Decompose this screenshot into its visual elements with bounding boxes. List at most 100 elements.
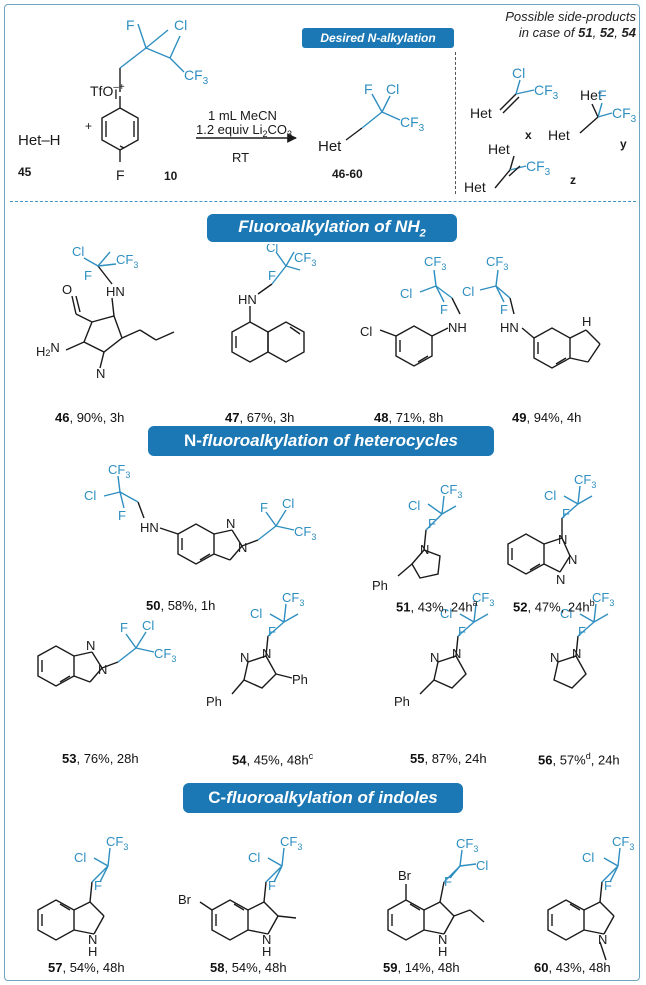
iodine-atom: I (114, 86, 118, 102)
c50-cf3-a: CF3 (108, 462, 130, 480)
c46-o: O (62, 282, 72, 297)
side-z-cf3: CF3 (526, 158, 551, 178)
side-x-het: Het (470, 105, 492, 121)
counterion: TfO–+ (90, 82, 125, 99)
product-cf3: CF3 (400, 114, 425, 134)
c54-n2: N (262, 646, 271, 661)
condition-solvent: 1 mL MeCN (208, 108, 277, 123)
product-het: Het (318, 138, 342, 155)
indoles-banner: C-fluoroalkylation of indoles (183, 783, 463, 813)
c51-cf3: CF3 (440, 482, 462, 500)
c55-cf3: CF3 (472, 590, 494, 608)
c53-n2: N (98, 662, 107, 677)
c57-f: F (94, 878, 102, 893)
c51-n: N (420, 542, 429, 557)
plus-sign: + (85, 119, 92, 133)
caption-51: 51, 43%, 24ha (396, 598, 478, 615)
product-f: F (364, 81, 373, 97)
c48-f: F (440, 302, 448, 317)
c58-n: N (262, 932, 271, 947)
c54-ph1: Ph (206, 694, 222, 709)
indoles-banner-text: C-fluoroalkylation of indoles (208, 788, 438, 807)
c48-nh: NH (448, 320, 467, 335)
c57-h: H (88, 944, 97, 959)
c56-n1: N (550, 650, 559, 665)
heterocycles-banner-text: N-fluoroalkylation of heterocycles (184, 431, 458, 450)
reagent-f: F (126, 17, 135, 33)
caption-52: 52, 47%, 24hb (513, 598, 595, 615)
c56-n2: N (572, 646, 581, 661)
side-products-note: Possible side-products in case of 51, 52… (436, 9, 636, 41)
caption-48: 48, 71%, 8h (374, 410, 444, 425)
c47-cl: Cl (266, 244, 278, 255)
c54-f: F (268, 624, 276, 639)
indole-structures-svg: N H Br N H Br N H N CF3 Cl F CF3 Cl F CF… (37, 834, 634, 961)
c46-h2n: H32N (36, 340, 60, 359)
side-y-het-bottom: Het (548, 127, 570, 143)
c53-cf3: CF3 (154, 646, 176, 664)
c48-cl-f: Cl (400, 286, 412, 301)
c50-n2: N (238, 540, 247, 555)
c49-h: H (582, 314, 591, 329)
reagent-cf3: CF3 (184, 67, 209, 87)
c52-cl: Cl (544, 488, 556, 503)
side-id-52: 52 (599, 25, 615, 40)
c59-br: Br (398, 868, 412, 883)
side-y-cf3: CF3 (612, 105, 637, 125)
c53-cl: Cl (142, 618, 154, 633)
side-products-line2: in case of 51, 52, 54 (518, 25, 636, 40)
side-z-het-bottom: Het (464, 179, 486, 195)
side-y-het-top: Het (580, 87, 602, 103)
scheme-frame (4, 4, 640, 981)
c50-f-a: F (118, 508, 126, 523)
side-y-label: y (620, 137, 627, 151)
caption-54: 54, 45%, 48hc (232, 751, 314, 768)
side-id-51: 51 (578, 25, 593, 40)
c50-f-b: F (260, 500, 268, 515)
c55-f: F (458, 624, 466, 639)
caption-60: 60, 43%, 48h (534, 960, 611, 975)
c52-n3: N (556, 572, 565, 587)
c58-cf3: CF3 (280, 834, 302, 852)
reagent-fluoro: F (116, 167, 125, 183)
c47-cf3: CF3 (294, 250, 316, 268)
c49-cf3: CF3 (486, 254, 508, 272)
c46-cf3: CF3 (116, 252, 138, 270)
c59-n: N (438, 932, 447, 947)
c59-cf3: CF3 (456, 836, 478, 854)
c57-cf3: CF3 (106, 834, 128, 852)
c49-hn: HN (500, 320, 519, 335)
c50-n1: N (226, 516, 235, 531)
c55-cl: Cl (440, 606, 452, 621)
c56-cl: Cl (560, 606, 572, 621)
c54-cf3: CF3 (282, 590, 304, 608)
caption-55: 55, 87%, 24h (410, 751, 487, 766)
c55-ph: Ph (394, 694, 410, 709)
c58-cl: Cl (248, 850, 260, 865)
c50-cf3-b: CF3 (294, 524, 316, 542)
c46-f: F (84, 268, 92, 283)
c52-cf3: CF3 (574, 472, 596, 490)
c51-f: F (428, 516, 436, 531)
side-id-54: 54 (621, 25, 636, 40)
c54-n1: N (240, 650, 249, 665)
caption-53: 53, 76%, 28h (62, 751, 139, 766)
nh2-banner-text: Fluoroalkylation of NH2 (238, 216, 426, 240)
condition-base: 1.2 equiv Li2CO3 (196, 122, 292, 139)
reagent-cl: Cl (174, 17, 187, 33)
desired-banner-text: Desired N-alkylation (320, 31, 436, 45)
c46-cl: Cl (72, 244, 84, 259)
c50-hn: HN (140, 520, 159, 535)
c48-cf3: CF3 (424, 254, 446, 272)
scheme-divider (10, 201, 636, 202)
c55-n1: N (430, 650, 439, 665)
c49-cl: Cl (462, 284, 474, 299)
c57-cl: Cl (74, 850, 86, 865)
desired-n-alkylation-banner: Desired N-alkylation (302, 28, 454, 48)
c55-n2: N (452, 646, 461, 661)
caption-59: 59, 14%, 48h (383, 960, 460, 975)
caption-57: 57, 54%, 48h (48, 960, 125, 975)
reaction-scheme-svg: Het–H 45 + TfO–+ I F 10 1 mL MeCN 1.2 eq… (18, 17, 637, 195)
c46-hn: HN (106, 284, 125, 299)
c59-cl: Cl (476, 858, 488, 873)
